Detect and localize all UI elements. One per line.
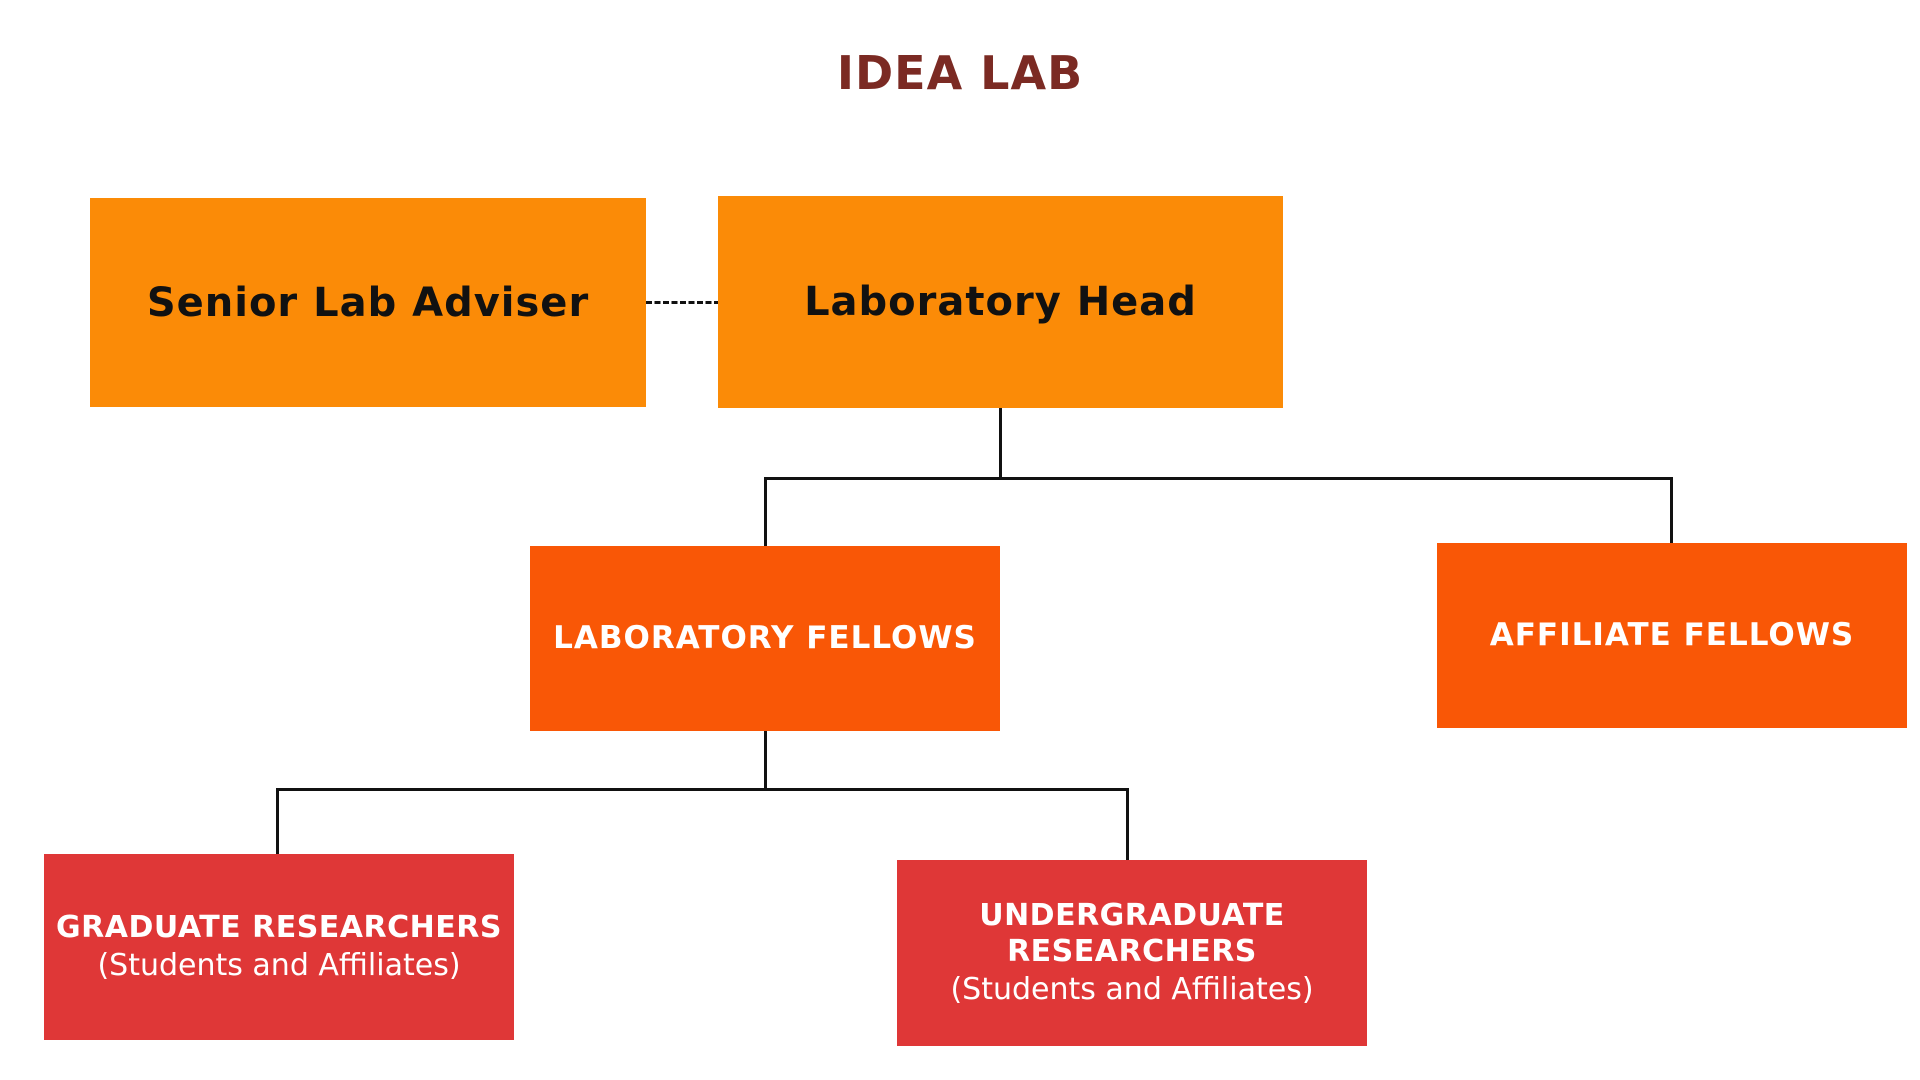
- node-affiliate-fellows-label: AFFILIATE FELLOWS: [1489, 616, 1855, 653]
- chart-title: IDEA LAB: [836, 46, 1084, 100]
- edge-to-lab-fellows: [764, 477, 767, 546]
- edge-fellows-stem: [764, 731, 767, 791]
- node-undergraduate-researchers-sublabel: (Students and Affiliates): [950, 971, 1314, 1007]
- node-affiliate-fellows: AFFILIATE FELLOWS: [1437, 543, 1907, 728]
- edge-adviser-head: [646, 301, 720, 304]
- node-laboratory-head: Laboratory Head: [718, 196, 1283, 408]
- node-undergraduate-researchers: UNDERGRADUATE RESEARCHERS (Students and …: [897, 860, 1367, 1046]
- node-senior-lab-adviser: Senior Lab Adviser: [90, 198, 646, 407]
- node-graduate-researchers-sublabel: (Students and Affiliates): [97, 947, 461, 983]
- edge-to-grad-researchers: [276, 788, 279, 854]
- node-laboratory-fellows-label: LABORATORY FELLOWS: [553, 619, 977, 656]
- edge-level3-bar: [276, 788, 1129, 791]
- edge-to-undergrad-researchers: [1126, 788, 1129, 860]
- node-senior-lab-adviser-label: Senior Lab Adviser: [146, 279, 590, 326]
- node-laboratory-head-label: Laboratory Head: [804, 279, 1197, 325]
- node-laboratory-fellows: LABORATORY FELLOWS: [530, 546, 1000, 731]
- node-undergraduate-researchers-label: UNDERGRADUATE RESEARCHERS: [979, 897, 1285, 969]
- node-graduate-researchers-label: GRADUATE RESEARCHERS: [56, 909, 502, 945]
- edge-level2-bar: [764, 477, 1673, 480]
- edge-to-affiliate-fellows: [1670, 477, 1673, 543]
- node-graduate-researchers: GRADUATE RESEARCHERS (Students and Affil…: [44, 854, 514, 1040]
- edge-head-stem: [999, 408, 1002, 479]
